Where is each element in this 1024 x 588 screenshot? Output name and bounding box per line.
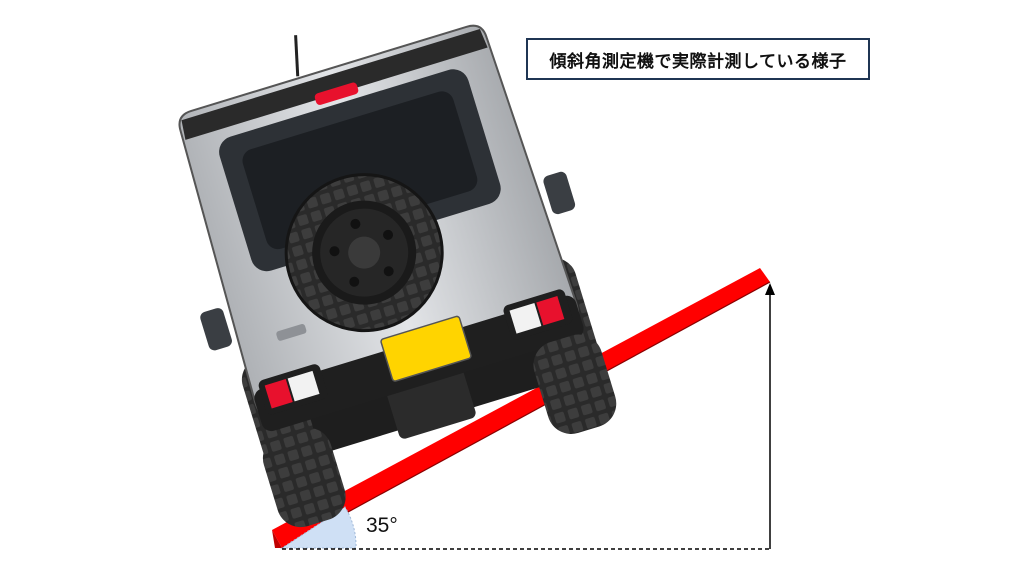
license-plate	[380, 315, 472, 382]
ramp-top-surface	[272, 268, 770, 548]
angle-arc-icon	[280, 506, 357, 549]
up-arrow-icon	[765, 283, 775, 549]
ramp	[272, 268, 771, 549]
tail-light-left	[258, 364, 328, 415]
suv-vehicle-icon	[178, 24, 617, 528]
angle-label: 35°	[366, 514, 398, 537]
caption-box: 傾斜角測定機で実際計測している様子	[526, 38, 870, 80]
ramp-front-edge	[272, 530, 282, 548]
spare-tire-icon	[284, 173, 444, 333]
ramp-edge-line	[281, 281, 771, 549]
tail-light-right	[503, 289, 573, 340]
caption-text: 傾斜角測定機で実際計測している様子	[549, 51, 847, 72]
